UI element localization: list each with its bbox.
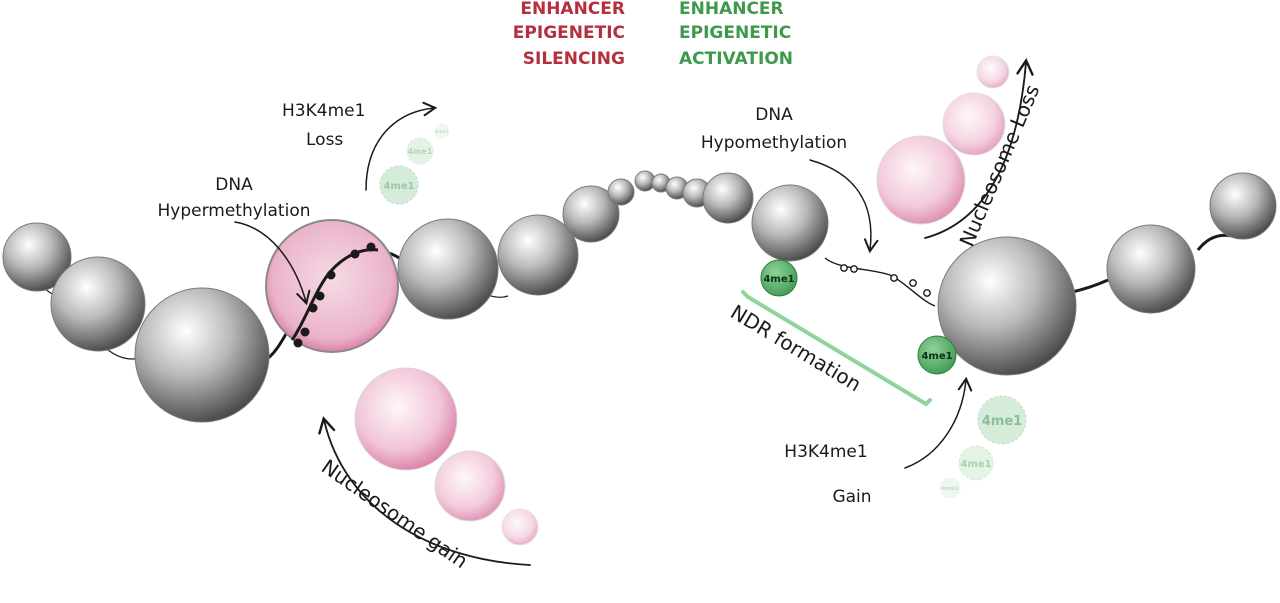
nucleosome-grey (134, 287, 270, 423)
header-silencing-line-2: EPIGENETIC (513, 23, 625, 43)
nucleosomes-leaving (876, 55, 1010, 225)
nucleosome-pink-methylated (265, 219, 399, 353)
nucleosome-grey (562, 185, 620, 243)
header-silencing: ENHANCER EPIGENETIC SILENCING (513, 0, 625, 69)
mark-label: 4me1 (921, 351, 952, 362)
arrow-h3k4me1-gain (904, 376, 973, 469)
arrow-h3k4me1-loss (365, 101, 438, 191)
nucleosome-grey (607, 178, 635, 206)
nucleosomes-arriving (354, 367, 539, 546)
header-silencing-line-1: ENHANCER (520, 0, 625, 19)
header-activation-line-1: ENHANCER (679, 0, 784, 19)
mark-label: 4me1 (960, 459, 991, 470)
header-activation-line-2: EPIGENETIC (679, 23, 791, 43)
arrow-nucleosome-loss (924, 58, 1034, 239)
arrow-nucleosome-gain (318, 416, 531, 566)
header-silencing-line-3: SILENCING (523, 49, 625, 69)
arrows (234, 58, 1034, 566)
nucleosome-grey (497, 214, 579, 296)
nucleosome-grey (937, 236, 1077, 376)
mark-label: 4me1 (941, 486, 958, 492)
arrow-dna-hyper (234, 221, 311, 306)
mark-label: 4me1 (408, 147, 433, 156)
label-h3k4me1-loss-line-2: Loss (306, 130, 343, 150)
nucleosome-grey (702, 172, 754, 224)
arrow-dna-hypo (809, 159, 879, 254)
methyl-marks-hypo (840, 264, 931, 297)
mark-label: 4me1 (435, 129, 449, 135)
label-ndr-formation: NDR formation (726, 300, 865, 397)
h3k4me1-marks-bound: 4me1 4me1 (760, 259, 957, 375)
nucleosome-grey (2, 222, 72, 292)
label-dna-hypo-line-1: DNA (755, 105, 793, 125)
label-h3k4me1-loss-line-1: H3K4me1 (282, 101, 365, 121)
label-dna-hyper-line-1: DNA (215, 175, 253, 195)
ndr-bracket (741, 290, 932, 407)
h3k4me1-marks-arriving: 4me1 4me1 4me1 (939, 395, 1027, 499)
label-h3k4me1-gain-line-1: H3K4me1 (784, 442, 867, 462)
mark-label: 4me1 (763, 274, 794, 285)
header-activation: ENHANCER EPIGENETIC ACTIVATION (679, 0, 793, 69)
nucleosome-grey (751, 184, 829, 262)
nucleosome-chain (2, 170, 1277, 423)
methyl-marks-hyper (293, 242, 376, 348)
mark-label: 4me1 (383, 181, 414, 192)
nucleosome-grey (50, 256, 146, 352)
h3k4me1-marks-leaving: 4me1 4me1 4me1 (379, 123, 450, 205)
header-activation-line-3: ACTIVATION (679, 49, 793, 69)
label-dna-hyper-line-2: Hypermethylation (157, 201, 310, 221)
nucleosome-grey (397, 218, 499, 320)
label-dna-hypo-line-2: Hypomethylation (701, 133, 847, 153)
nucleosome-grey (1209, 172, 1277, 240)
mark-label: 4me1 (982, 414, 1022, 429)
label-h3k4me1-gain-line-2: Gain (832, 487, 871, 507)
nucleosome-grey (1106, 224, 1196, 314)
